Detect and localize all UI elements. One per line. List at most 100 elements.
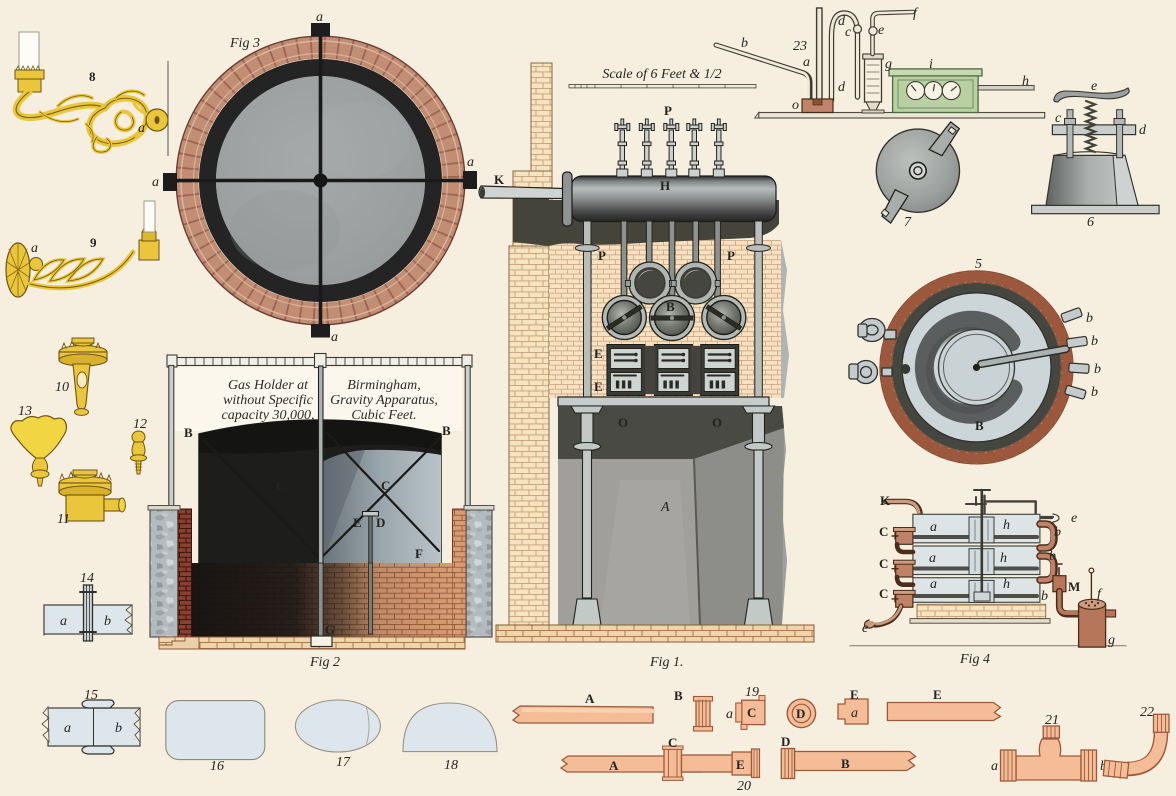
svg-text:A: A [660,500,670,515]
svg-text:20: 20 [737,779,751,794]
svg-text:7: 7 [904,215,912,230]
svg-text:c: c [1055,111,1062,126]
svg-text:O: O [712,415,722,430]
svg-text:a: a [803,55,810,70]
svg-text:b: b [741,36,748,51]
svg-text:a: a [930,577,937,592]
svg-text:without Specific: without Specific [223,393,314,408]
svg-text:H: H [660,178,670,193]
svg-text:23: 23 [793,39,807,54]
svg-text:B: B [841,756,850,771]
svg-text:P: P [598,248,606,263]
svg-text:e: e [878,23,884,38]
svg-text:a: a [152,175,159,190]
svg-text:Scale of 6 Feet & 1/2: Scale of 6 Feet & 1/2 [602,67,721,82]
svg-text:M: M [1068,579,1080,594]
svg-text:E: E [353,515,362,530]
svg-text:b: b [1049,549,1056,564]
svg-text:Fig 3: Fig 3 [229,36,260,51]
svg-text:D: D [376,515,385,530]
svg-text:B: B [674,688,683,703]
svg-text:12: 12 [133,417,147,432]
svg-text:c: c [845,25,852,40]
svg-text:C: C [879,586,888,601]
svg-text:d: d [1139,123,1147,138]
svg-text:a: a [31,241,38,256]
svg-text:a: a [60,614,67,629]
svg-text:F: F [415,546,423,561]
svg-text:K: K [494,172,505,187]
svg-text:a: a [851,706,858,721]
svg-text:C: C [879,556,888,571]
svg-text:b: b [115,721,122,736]
svg-text:a: a [64,721,71,736]
svg-text:b: b [104,614,111,629]
svg-text:P: P [664,103,672,118]
svg-text:a: a [929,551,936,566]
svg-text:d: d [838,14,846,29]
svg-text:b: b [1100,759,1107,774]
svg-text:O: O [618,415,628,430]
svg-text:b: b [1091,385,1098,400]
svg-text:5: 5 [975,257,982,272]
svg-text:b: b [1091,334,1098,349]
svg-text:capacity 30,000,: capacity 30,000, [222,408,315,423]
svg-text:h: h [1000,551,1007,566]
svg-text:A: A [585,691,595,706]
svg-text:a: a [316,10,323,25]
svg-text:Fig 4: Fig 4 [959,652,990,667]
svg-text:C: C [276,478,285,493]
svg-text:B: B [975,418,984,433]
svg-text:21: 21 [1045,713,1059,728]
svg-text:6: 6 [1087,215,1094,230]
svg-text:E: E [933,687,942,702]
svg-text:Cubic Feet.: Cubic Feet. [351,408,416,423]
svg-text:E: E [594,379,603,394]
svg-text:a: a [467,155,474,170]
svg-text:8: 8 [89,69,96,84]
svg-text:Gravity Apparatus,: Gravity Apparatus, [330,393,438,408]
svg-text:b: b [1086,311,1093,326]
svg-text:C: C [747,705,756,720]
svg-text:18: 18 [444,758,458,773]
svg-text:E: E [736,757,745,772]
svg-text:B: B [184,425,193,440]
svg-text:C: C [879,524,888,539]
svg-text:b: b [1094,362,1101,377]
svg-text:C: C [381,478,390,493]
svg-text:B: B [442,423,451,438]
svg-text:e: e [1071,511,1077,526]
svg-text:Birmingham,: Birmingham, [347,378,421,393]
svg-text:a: a [138,121,145,136]
svg-text:Gas Holder at: Gas Holder at [228,378,309,393]
svg-text:b: b [1041,589,1048,604]
svg-text:16: 16 [210,759,224,774]
svg-text:E: E [594,346,603,361]
svg-text:a: a [930,520,937,535]
svg-text:G: G [325,622,335,637]
svg-text:B: B [666,299,675,314]
svg-text:A: A [609,758,619,773]
svg-text:14: 14 [80,571,94,586]
svg-text:a: a [331,330,338,345]
svg-text:a: a [726,707,733,722]
svg-text:10: 10 [55,380,69,395]
svg-text:f: f [1097,587,1103,602]
svg-text:P: P [727,248,735,263]
svg-text:b: b [1054,525,1061,540]
svg-text:K: K [880,493,891,508]
svg-text:g: g [1108,633,1115,648]
svg-text:19: 19 [745,685,759,700]
svg-text:h: h [1022,74,1029,89]
svg-text:Fig 1.: Fig 1. [649,655,683,670]
svg-text:E: E [850,687,859,702]
svg-text:22: 22 [1140,705,1154,720]
svg-text:D: D [796,706,805,721]
svg-text:h: h [1003,577,1010,592]
svg-text:o: o [792,98,799,113]
svg-text:C: C [668,735,677,750]
svg-text:a: a [991,759,998,774]
svg-text:9: 9 [90,235,97,250]
svg-text:h: h [1003,518,1010,533]
svg-text:d: d [838,80,846,95]
